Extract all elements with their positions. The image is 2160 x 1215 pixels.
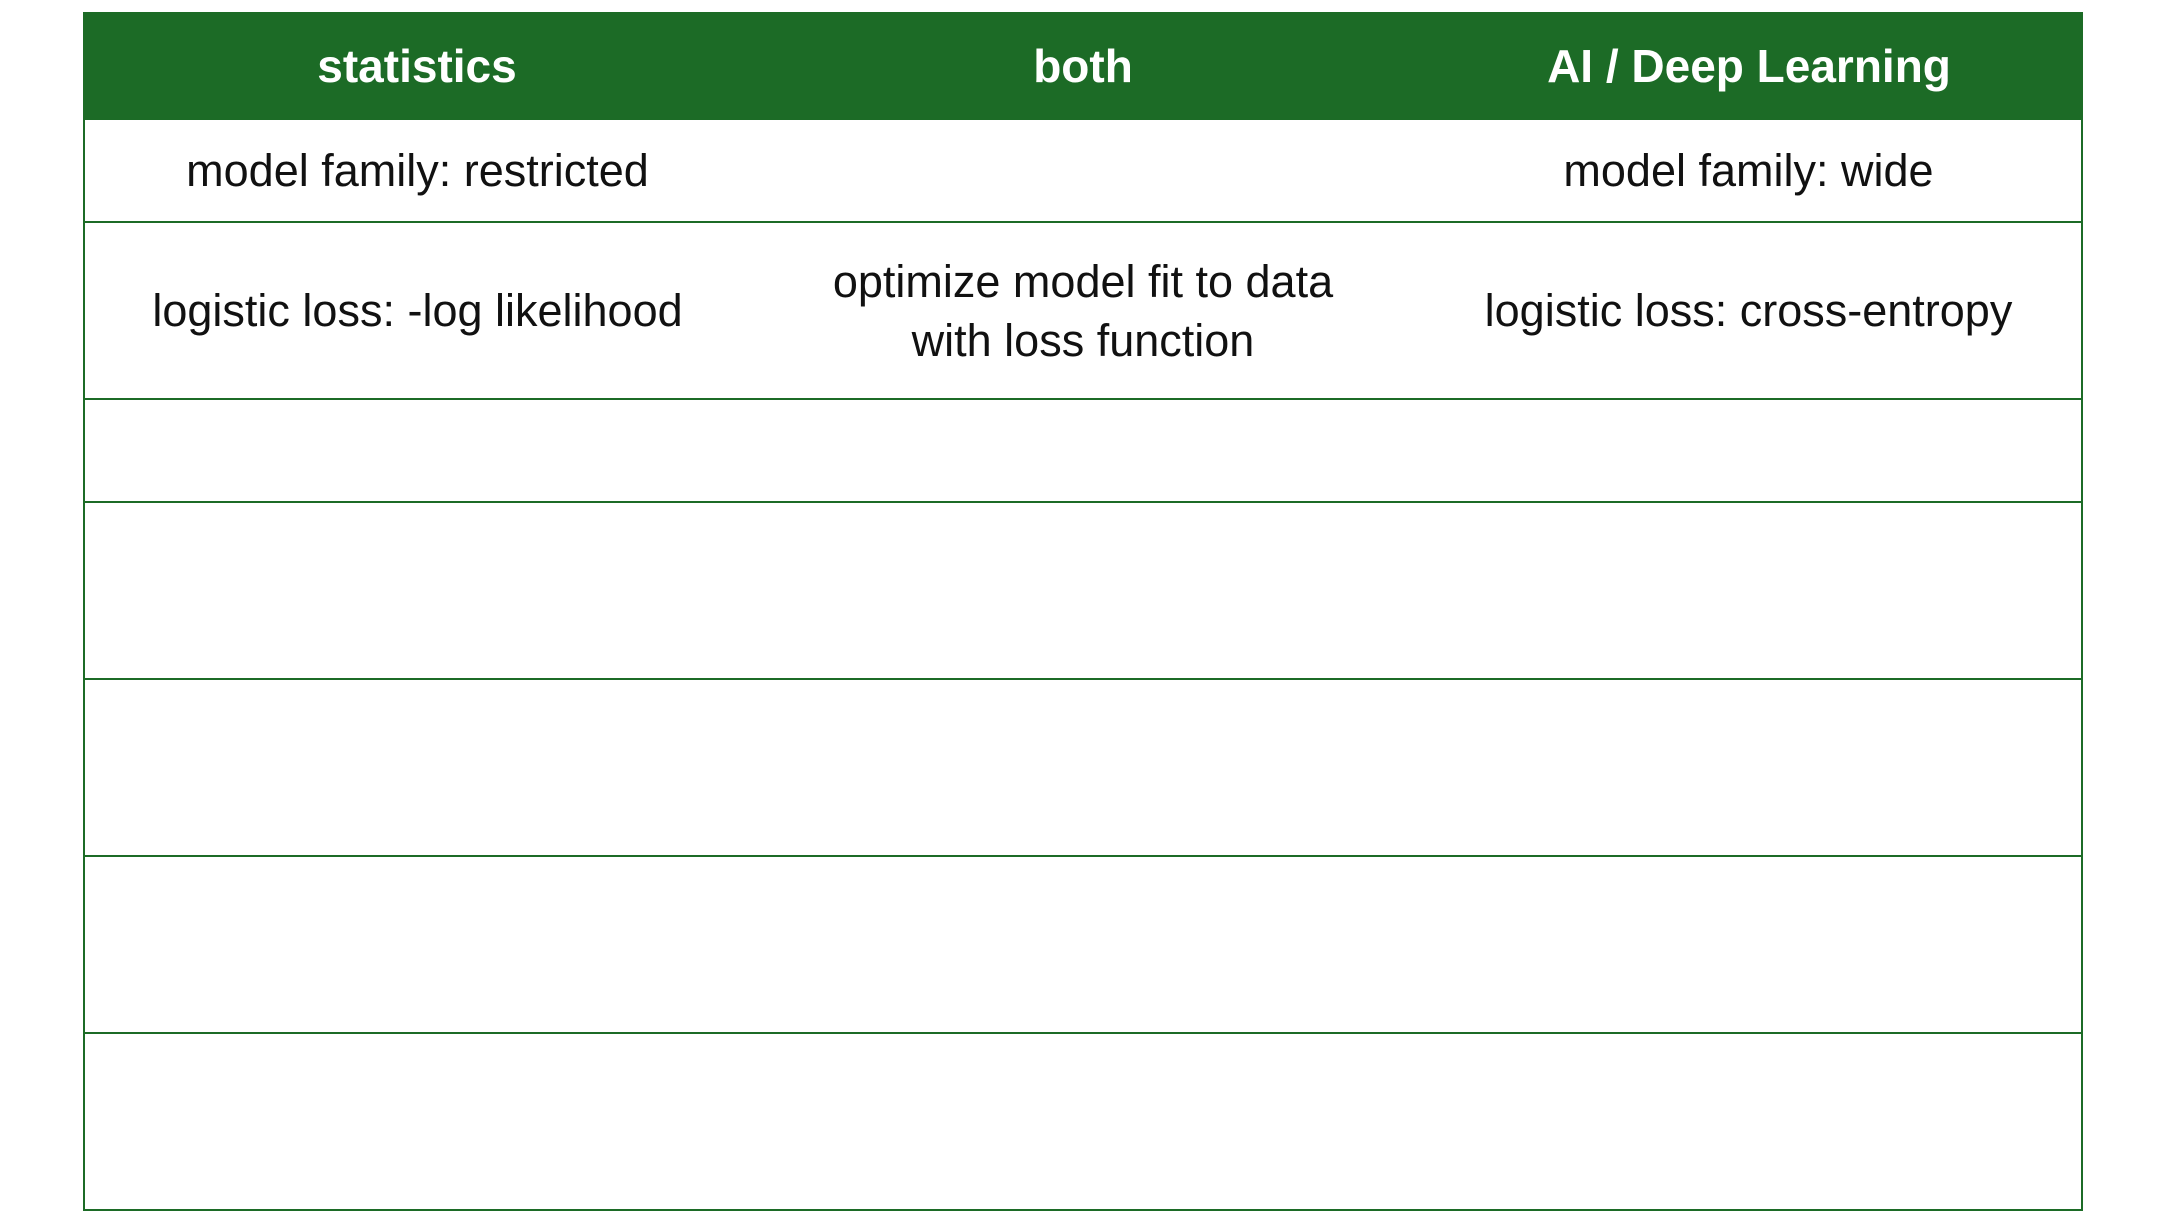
table-cell (83, 1032, 750, 1211)
table-cell (750, 501, 1416, 680)
table-cell (750, 678, 1416, 857)
table-cell: model family: restricted (83, 118, 750, 223)
table-cell (83, 398, 750, 503)
comparison-table: statistics both AI / Deep Learning model… (83, 12, 2083, 1211)
header-ai-deep-learning: AI / Deep Learning (1416, 12, 2083, 120)
table-cell (750, 398, 1416, 503)
table-cell (1416, 678, 2083, 857)
table-cell: optimize model fit to data with loss fun… (750, 221, 1416, 400)
table-cell (83, 501, 750, 680)
table-cell: model family: wide (1416, 118, 2083, 223)
table-cell (750, 118, 1416, 223)
table-row (83, 1032, 2083, 1211)
header-row: statistics both AI / Deep Learning (83, 12, 2083, 120)
table-row (83, 678, 2083, 857)
table-row (83, 398, 2083, 503)
header-both: both (750, 12, 1417, 120)
table-row: model family: restricted model family: w… (83, 118, 2083, 223)
table-cell (1416, 398, 2083, 503)
table-cell (750, 1032, 1416, 1211)
table-cell (83, 678, 750, 857)
header-statistics: statistics (83, 12, 751, 120)
table-cell: logistic loss: cross-entropy (1416, 221, 2083, 400)
table-row (83, 855, 2083, 1034)
table-cell (83, 855, 750, 1034)
table-cell (750, 855, 1416, 1034)
table-cell (1416, 1032, 2083, 1211)
table-cell (1416, 855, 2083, 1034)
table-row: logistic loss: -log likelihood optimize … (83, 221, 2083, 400)
table-cell: logistic loss: -log likelihood (83, 221, 750, 400)
table-row (83, 501, 2083, 680)
table-cell (1416, 501, 2083, 680)
